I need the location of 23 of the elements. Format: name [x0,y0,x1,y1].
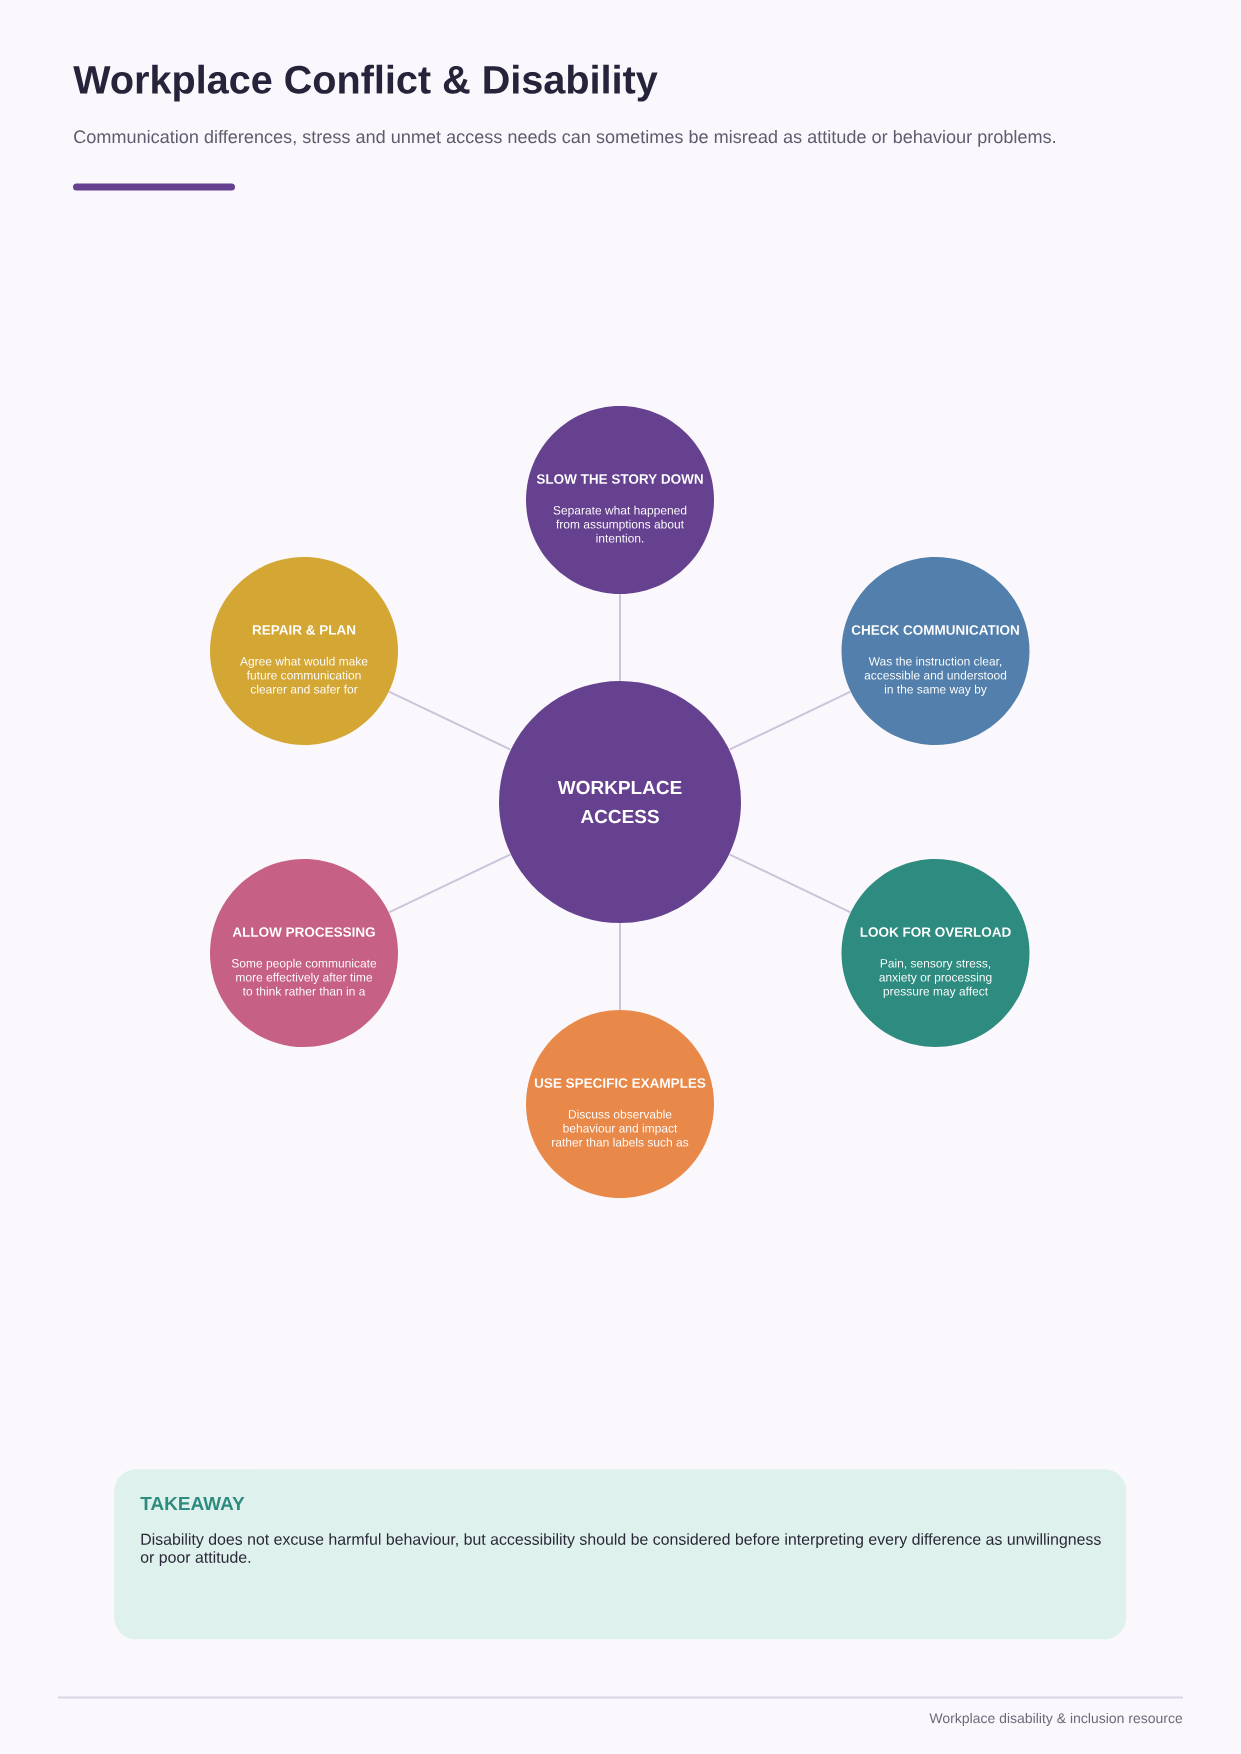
connector-line [388,690,512,751]
circle-text: Separate what happened from assumptions about intention. [553,505,687,543]
circle-text: Pain, sensory stress, anxiety or processing pressure may affect [879,958,992,998]
footer-text: Workplace disability & inclusion resource [929,1712,1183,1726]
subtitle-text: Communication differences, stress and unmet access needs can sometimes be misread as attitude or behaviour problems. [74,129,1055,147]
circle-heading: ALLOW PROCESSING [232,927,375,937]
panel-text: Disability does not excuse harmful behaviour, but accessibility should be considered before interpreting every difference as unwillingness or poor attitude. [140,1533,1101,1567]
circle-text: Was the instruction clear, accessible and understood in the same way by [864,656,1007,696]
page-title: Workplace Conflict & Disability [73,64,658,102]
connector-line [619,922,621,1011]
circle-heading: SLOW THE STORY DOWN [536,474,703,484]
connector-line [619,593,621,682]
connector-line [728,853,852,914]
circle-heading: CHECK COMMUNICATION [851,625,1019,635]
panel-heading: TAKEAWAY [140,1496,245,1510]
connector-line [388,853,512,914]
circle-heading: LOOK FOR OVERLOAD [860,927,1011,937]
circle-text: Agree what would make future communication clearer and safer for [240,656,368,694]
circle-text: Some people communicate more effectively after time to think rather than in a [231,958,377,996]
circle-heading: REPAIR & PLAN [252,625,356,635]
circle-heading: USE SPECIFIC EXAMPLES [534,1078,706,1088]
circle-text: Discuss observable behaviour and impact rather than labels such as [552,1109,689,1147]
connector-line [728,690,852,751]
